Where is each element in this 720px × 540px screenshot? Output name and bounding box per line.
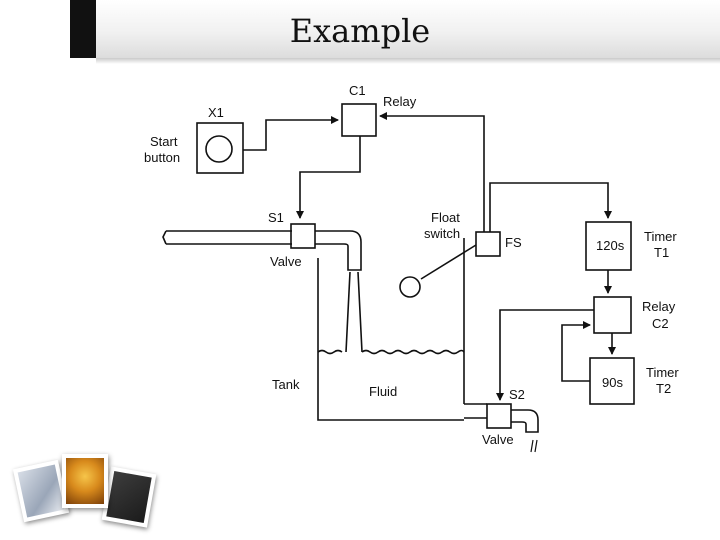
label-x1: X1 (208, 105, 224, 120)
label-s2: S2 (509, 387, 525, 402)
wire-x1-c1 (243, 116, 339, 151)
label-t2-value: 90s (602, 375, 623, 390)
title-bar (70, 0, 720, 58)
timer-t2-box (589, 357, 635, 405)
label-float-2: switch (424, 226, 460, 241)
relay-c2-box (593, 296, 632, 334)
fluid-surface (361, 349, 465, 355)
label-c1: C1 (349, 83, 366, 98)
relay-c1-box (341, 103, 377, 137)
thumbnail-globe-icon (62, 454, 108, 508)
thumbnail-paper-icon (12, 459, 70, 523)
wire-t2-c2 (561, 321, 591, 382)
label-t1-value: 120s (596, 238, 625, 253)
start-button-box[interactable] (196, 122, 244, 174)
decorative-thumbnails (12, 450, 162, 530)
drain-stream (530, 439, 538, 453)
label-tank: Tank (272, 377, 300, 392)
inlet-outlet-pipe (315, 230, 362, 271)
title-shadow (96, 58, 720, 64)
label-start-2: button (144, 150, 180, 165)
drain-outlet-pipe (511, 409, 539, 433)
label-valve-2: Valve (482, 432, 514, 447)
label-timer1-2: T1 (654, 245, 669, 260)
drain-pipe-left (464, 403, 487, 419)
tank-wall-left (317, 258, 464, 421)
label-start-1: Start (150, 134, 178, 149)
fluid-surface-left (317, 349, 343, 355)
label-timer1-1: Timer (644, 229, 677, 244)
label-timer2-1: Timer (646, 365, 679, 380)
fill-stream (345, 271, 363, 353)
label-fs: FS (505, 235, 522, 250)
label-s1: S1 (268, 210, 284, 225)
label-relay2-2: C2 (652, 316, 669, 331)
inlet-pipe (162, 230, 292, 245)
slide-title: Example (289, 12, 431, 50)
label-valve-1: Valve (270, 254, 302, 269)
valve-s2 (486, 403, 512, 429)
label-relay2-1: Relay (642, 299, 676, 314)
float-arm (420, 244, 477, 280)
label-relay: Relay (383, 94, 417, 109)
label-timer2-2: T2 (656, 381, 671, 396)
wire-c1-s1 (296, 136, 361, 219)
wire-c2-s2 (496, 309, 594, 401)
float-switch-box (475, 231, 501, 257)
wire-fs-t1 (489, 182, 612, 232)
label-fluid: Fluid (369, 384, 397, 399)
valve-s1 (290, 223, 316, 249)
thumbnail-chalkboard-icon (101, 466, 157, 528)
float-ball (399, 276, 421, 298)
label-float-1: Float (431, 210, 460, 225)
start-button-icon[interactable] (205, 135, 233, 163)
wire-fs-c1 (379, 112, 485, 232)
